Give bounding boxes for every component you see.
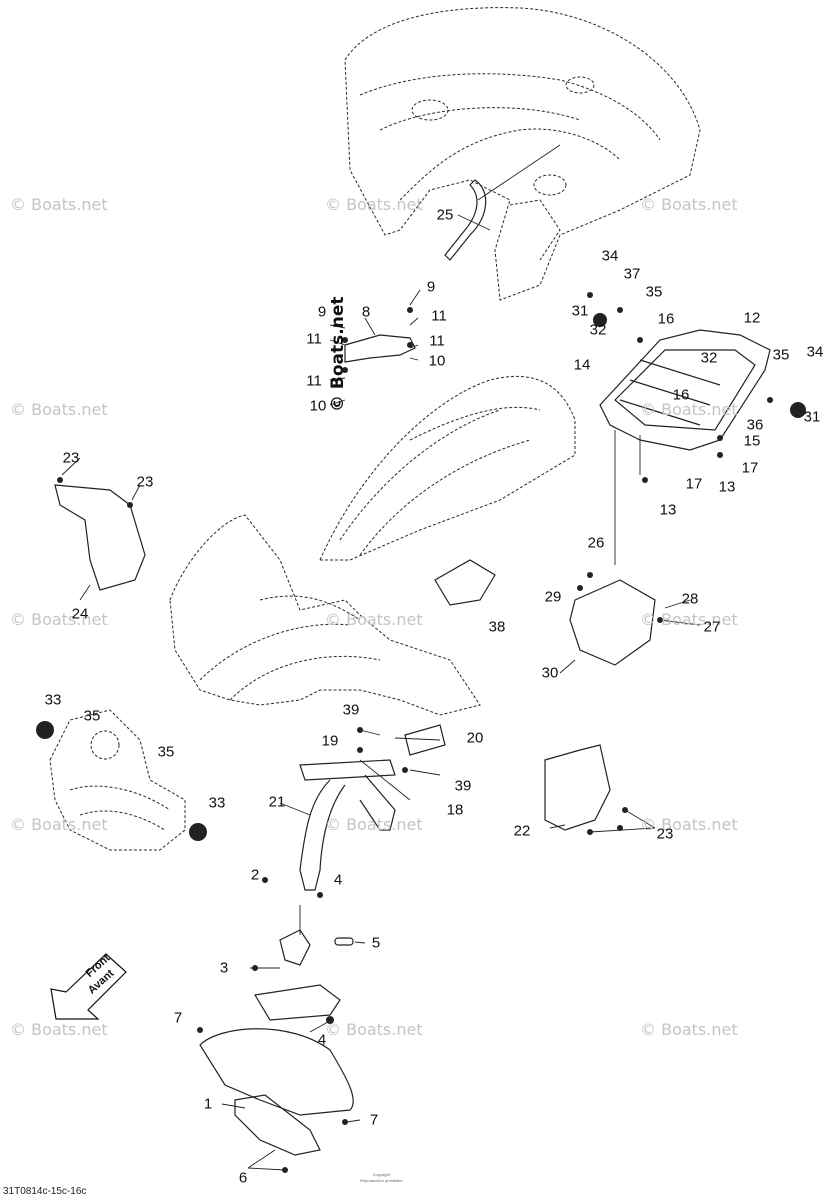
watermark: © Boats.net: [10, 610, 108, 629]
part-label: 7: [369, 1111, 379, 1129]
watermark: © Boats.net: [10, 195, 108, 214]
part-label: 30: [541, 664, 559, 682]
rear-fender-drawing: [344, 7, 701, 301]
watermark: © Boats.net: [10, 1020, 108, 1039]
part-label: 11: [306, 372, 322, 390]
watermark: © Boats.net: [10, 815, 108, 834]
part-label: 38: [488, 618, 506, 636]
part-label: 27: [703, 618, 721, 636]
part-label: 33: [208, 794, 226, 812]
part-label: 3: [219, 959, 229, 977]
part-label: 7: [173, 1009, 183, 1027]
part-label: 2: [250, 866, 260, 884]
watermark: © Boats.net: [640, 195, 738, 214]
part-label: 21: [268, 793, 286, 811]
part-label: 25: [436, 206, 454, 224]
copyright-line1: Copyright: [372, 1172, 390, 1177]
part-label: 13: [659, 501, 677, 519]
bracket-38: [434, 559, 496, 606]
part-label: 13: [718, 478, 736, 496]
part-label: 11: [306, 330, 322, 348]
part-label: 17: [685, 475, 703, 493]
watermark: © Boats.net: [325, 1020, 423, 1039]
bracket-20: [404, 724, 446, 756]
front-bumper-21: [299, 759, 396, 891]
front-skid-plate-1: [199, 1028, 354, 1156]
part-label: 4: [333, 871, 343, 889]
part-label: 6: [238, 1169, 248, 1187]
copyright-line2: Reproduction prohibited: [360, 1178, 403, 1183]
part-label: 18: [446, 801, 464, 819]
part-label: 20: [466, 729, 484, 747]
watermark-main: © Boats.net: [328, 296, 348, 413]
part-label: 39: [454, 777, 472, 795]
part-label: 23: [62, 449, 80, 467]
part-label: 22: [513, 822, 531, 840]
part-label: 34: [601, 247, 619, 265]
leader-lines: [61, 144, 701, 1171]
part-label: 11: [429, 332, 445, 350]
part-label: 16: [657, 310, 675, 328]
fasteners: [36, 292, 806, 1173]
part-label: 36: [746, 416, 764, 434]
part-label: 14: [573, 356, 591, 374]
part-label: 1: [203, 1095, 213, 1113]
part-label: 9: [317, 303, 327, 321]
part-label: 16: [672, 386, 690, 404]
part-label: 17: [741, 459, 759, 477]
part-label: 11: [431, 307, 447, 325]
watermark: © Boats.net: [325, 195, 423, 214]
center-panel-drawing: [319, 375, 576, 561]
watermark: © Boats.net: [640, 610, 738, 629]
hitch-assembly: [254, 929, 354, 1021]
part-label: 10: [309, 397, 327, 415]
front-fender-drawing: [169, 514, 481, 716]
part-label: 35: [157, 743, 175, 761]
part-label: 28: [681, 590, 699, 608]
side-cover-30: [569, 579, 656, 666]
part-label: 34: [806, 343, 824, 361]
rear-rack-12: [599, 329, 771, 451]
front-direction-arrow: [50, 953, 127, 1020]
copyright-notice: Copyright Reproduction prohibited: [360, 1172, 402, 1184]
part-label: 31: [803, 408, 821, 426]
part-label: 8: [361, 303, 371, 321]
part-label: 23: [136, 473, 154, 491]
part-label: 10: [428, 352, 446, 370]
watermark: © Boats.net: [325, 815, 423, 834]
part-label: 9: [426, 278, 436, 296]
part-label: 33: [44, 691, 62, 709]
part-label: 35: [83, 707, 101, 725]
part-label: 12: [743, 309, 761, 327]
headlight-housing-drawing: [49, 709, 186, 851]
watermark: © Boats.net: [640, 1020, 738, 1039]
part-label: 4: [317, 1031, 327, 1049]
grab-handle-8: [344, 334, 416, 363]
part-label: 29: [544, 588, 562, 606]
part-label: 37: [623, 265, 641, 283]
part-label: 19: [321, 732, 339, 750]
part-label: 35: [645, 283, 663, 301]
side-cover-22: [544, 744, 611, 831]
part-label: 32: [700, 349, 718, 367]
watermark: © Boats.net: [10, 400, 108, 419]
watermark: © Boats.net: [640, 815, 738, 834]
drawing-code: 31T0814c-15c-16c: [3, 1186, 87, 1197]
part-label: 15: [743, 432, 761, 450]
part-label: 5: [371, 934, 381, 952]
part-label: 32: [589, 321, 607, 339]
part-label: 31: [571, 302, 589, 320]
part-label: 24: [71, 605, 89, 623]
part-label: 35: [772, 346, 790, 364]
part-label: 23: [656, 825, 674, 843]
watermark: © Boats.net: [325, 610, 423, 629]
part-label: 26: [587, 534, 605, 552]
side-panel-24: [54, 484, 146, 591]
watermark: © Boats.net: [640, 400, 738, 419]
part-label: 39: [342, 701, 360, 719]
